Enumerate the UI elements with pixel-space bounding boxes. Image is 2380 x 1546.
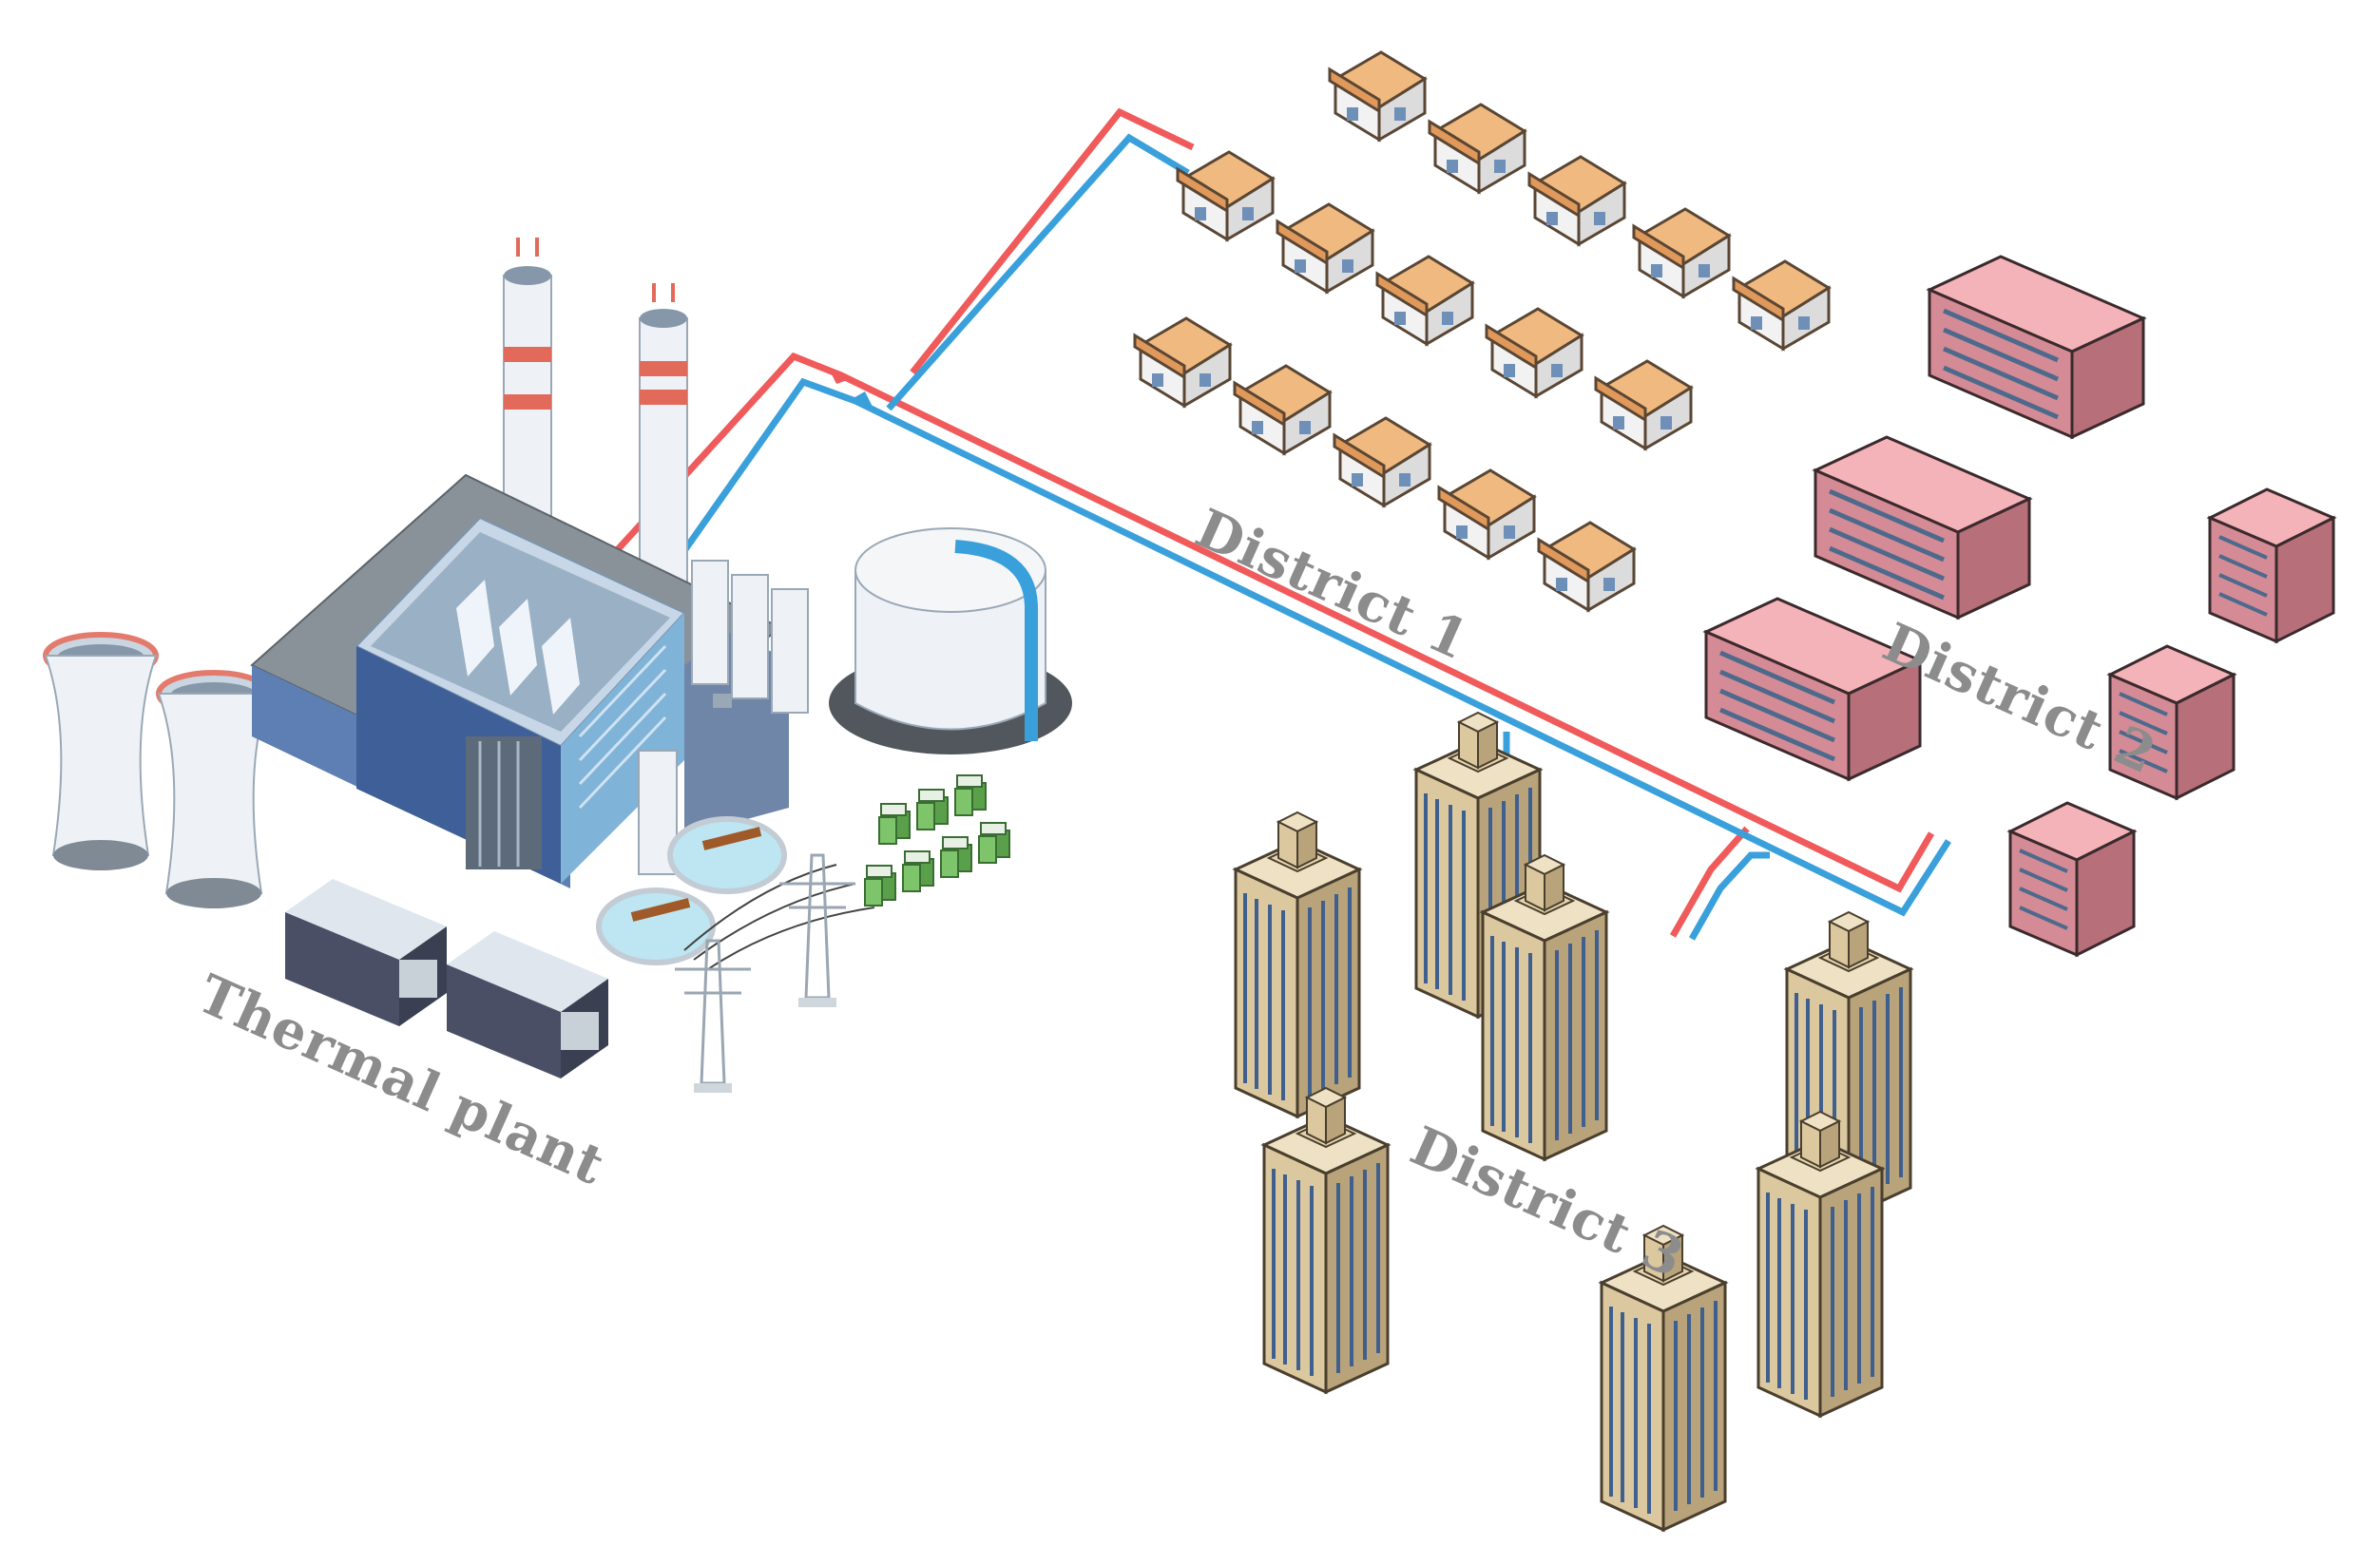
return-pipe	[662, 133, 1951, 941]
flow-arrows	[829, 369, 873, 407]
district-2-blocks	[1706, 257, 2335, 957]
district-3-towers	[1234, 711, 1912, 1532]
thermal-plant	[46, 238, 1072, 1095]
